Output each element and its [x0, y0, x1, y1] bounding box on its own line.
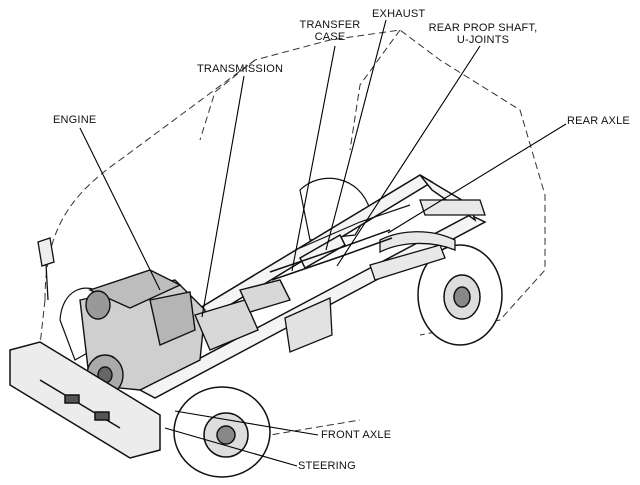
side-mirror — [37, 237, 55, 301]
leader-lines — [79, 19, 567, 467]
transmission-case — [194, 279, 291, 351]
transfer-case-label-line2: CASE — [314, 31, 346, 43]
steering-label: STEERING — [298, 460, 356, 472]
rear-prop-shaft-label-line1: REAR PROP SHAFT, — [428, 22, 538, 34]
front-right-wheel — [173, 386, 271, 478]
exhaust-pipe — [299, 204, 411, 249]
front-axle-label: FRONT AXLE — [321, 429, 392, 441]
rear-axle-assembly — [369, 199, 486, 281]
front-bumper — [9, 341, 161, 459]
transfer-case-label-line1: TRANSFER — [299, 19, 361, 31]
transmission-label: TRANSMISSION — [197, 63, 284, 75]
rear-right-wheel — [417, 244, 503, 346]
side-box — [284, 297, 333, 353]
rear-prop-shaft-label-line2: U-JOINTS — [456, 34, 510, 46]
engine-label: ENGINE — [53, 114, 97, 126]
body-outline — [39, 29, 546, 441]
rear-axle-label: REAR AXLE — [567, 115, 630, 127]
exhaust-label: EXHAUST — [372, 8, 426, 20]
